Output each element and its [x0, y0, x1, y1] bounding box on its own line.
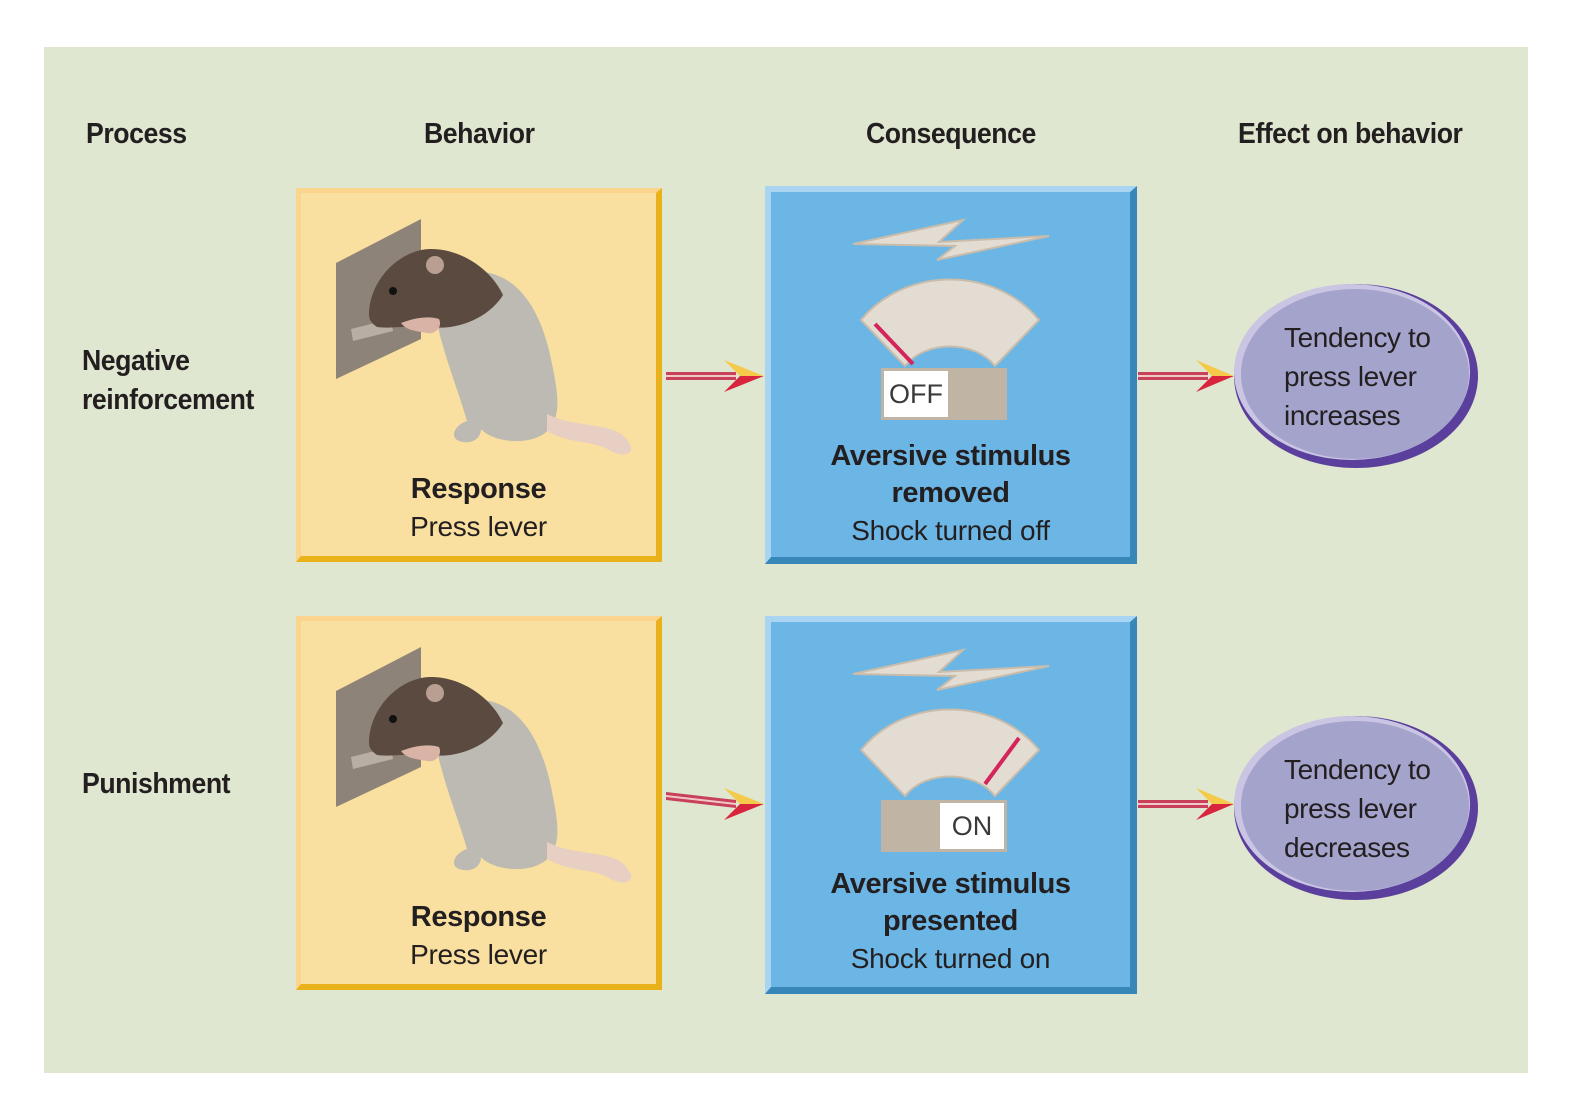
- consequence-text-row1: Aversive stimulus removed Shock turned o…: [771, 438, 1130, 549]
- effect-text-row2: Tendency to press lever decreases: [1284, 750, 1431, 867]
- oval-shape: [1234, 716, 1478, 900]
- effect-line: press lever: [1284, 793, 1417, 824]
- arrow-consequence-to-effect-row1: [1138, 360, 1234, 392]
- toggle-switch-icon: OFF: [881, 368, 1007, 420]
- header-effect: Effect on behavior: [1238, 118, 1463, 150]
- effect-line: Tendency to: [1284, 754, 1431, 785]
- process-label-line: reinforcement: [82, 384, 254, 416]
- effect-line: increases: [1284, 400, 1401, 431]
- behavior-subtitle: Press lever: [410, 511, 547, 542]
- effect-text-row1: Tendency to press lever increases: [1284, 318, 1431, 435]
- behavior-title: Response: [410, 901, 547, 933]
- behavior-text-row1: Response Press lever: [301, 471, 656, 545]
- behavior-subtitle: Press lever: [410, 939, 547, 970]
- effect-oval-row1: Tendency to press lever increases: [1232, 280, 1480, 468]
- lightning-bolt-icon: [852, 648, 1050, 691]
- effect-line: press lever: [1284, 361, 1417, 392]
- effect-oval-row2: Tendency to press lever decreases: [1232, 712, 1480, 900]
- consequence-subtitle: Shock turned off: [851, 515, 1050, 546]
- header-behavior: Behavior: [424, 118, 535, 150]
- header-consequence: Consequence: [866, 118, 1036, 150]
- shock-meter-icon: [852, 648, 1050, 798]
- process-label-punishment: Punishment: [82, 765, 231, 804]
- effect-line: Tendency to: [1284, 322, 1431, 353]
- switch-label-off: OFF: [884, 371, 948, 417]
- meter-needle: [983, 736, 1021, 786]
- behavior-box-row2: Response Press lever: [296, 616, 662, 990]
- consequence-subtitle: Shock turned on: [850, 943, 1051, 974]
- rat-pressing-lever-icon: [336, 219, 632, 455]
- behavior-text-row2: Response Press lever: [301, 899, 656, 973]
- consequence-title: Aversive stimulus: [830, 868, 1071, 900]
- consequence-box-row1: OFF Aversive stimulus removed Shock turn…: [765, 186, 1137, 564]
- consequence-title: removed: [891, 477, 1010, 509]
- toggle-switch-icon: ON: [881, 800, 1007, 852]
- header-process: Process: [86, 118, 187, 150]
- process-label-line: Punishment: [82, 768, 231, 800]
- meter-gauge-icon: [859, 278, 1041, 368]
- consequence-box-row2: ON Aversive stimulus presented Shock tur…: [765, 616, 1137, 994]
- consequence-text-row2: Aversive stimulus presented Shock turned…: [771, 866, 1130, 977]
- meter-gauge-icon: [859, 708, 1041, 798]
- meter-needle: [873, 322, 915, 366]
- behavior-title: Response: [410, 473, 547, 505]
- behavior-box-row1: Response Press lever: [296, 188, 662, 562]
- lightning-bolt-icon: [852, 218, 1050, 261]
- arrow-behavior-to-consequence-row2: [666, 788, 764, 820]
- shock-meter-icon: [852, 218, 1050, 368]
- rat-pressing-lever-icon: [336, 647, 632, 883]
- arrow-consequence-to-effect-row2: [1138, 788, 1234, 820]
- switch-label-on: ON: [940, 803, 1004, 849]
- consequence-title: Aversive stimulus: [830, 440, 1071, 472]
- effect-line: decreases: [1284, 832, 1410, 863]
- consequence-title: presented: [883, 905, 1018, 937]
- process-label-line: Negative: [82, 345, 190, 377]
- process-label-negative-reinforcement: Negative reinforcement: [82, 342, 254, 420]
- arrow-behavior-to-consequence-row1: [666, 360, 764, 392]
- oval-shape: [1234, 284, 1478, 468]
